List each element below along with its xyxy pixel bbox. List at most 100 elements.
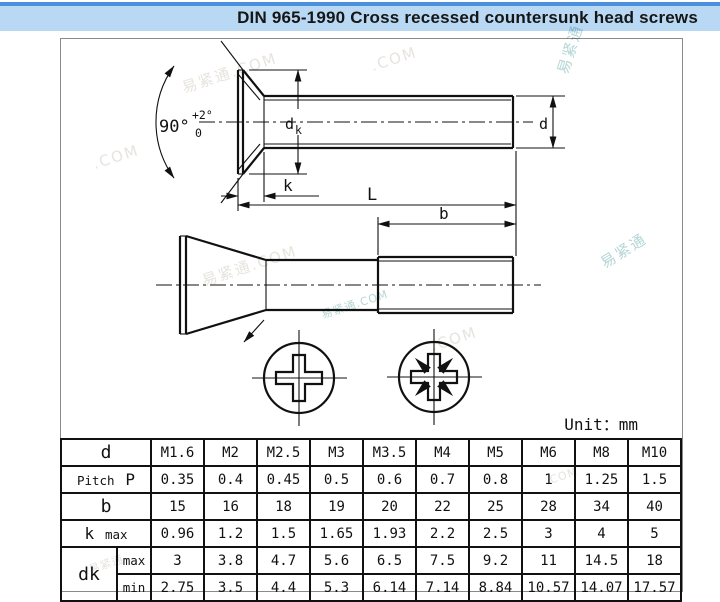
table-cell: M2.5	[256, 438, 311, 467]
table-cell: 0.6	[362, 465, 417, 494]
table-cell: 34	[574, 492, 629, 521]
row-label-part: k	[84, 524, 95, 543]
row-label-part: Pitch	[76, 473, 115, 488]
table-cell: 40	[627, 492, 682, 521]
length-dimension: L	[237, 151, 517, 256]
table-cell: 0.35	[150, 465, 205, 494]
table-cell: 16	[203, 492, 258, 521]
row-label-pitch: Pitch P	[60, 465, 152, 494]
table-cell: M4	[415, 438, 470, 467]
table-cell: 11	[521, 546, 576, 575]
row-label-d: d	[60, 438, 152, 467]
table-cell: 18	[256, 492, 311, 521]
table-cell: 9.2	[468, 546, 523, 575]
angle-dimension-label: 90°	[159, 117, 190, 137]
b-dimension-label: b	[439, 204, 449, 223]
table-cell: 1.25	[574, 465, 629, 494]
threaded-side-view	[156, 234, 541, 343]
table-cell: M5	[468, 438, 523, 467]
thread-length-dimension: b	[377, 204, 517, 255]
phillips-recess-view	[252, 330, 347, 426]
technical-drawing: 90° +2° 0 d k k L	[155, 40, 565, 426]
table-cell: 4.4	[256, 573, 311, 602]
row-label-b: b	[60, 492, 152, 521]
table-cell: 1.2	[203, 519, 258, 548]
table-cell: 5.6	[309, 546, 364, 575]
table-cell: 0.8	[468, 465, 523, 494]
table-row-dk-max: dk max 3 3.8 4.7 5.6 6.5 7.5 9.2 11 14.5…	[60, 546, 682, 602]
table-cell: 4	[574, 519, 629, 548]
table-row-pitch: Pitch P 0.35 0.4 0.45 0.5 0.6 0.7 0.8 1 …	[60, 465, 682, 494]
table-cell: 2.5	[468, 519, 523, 548]
table-cell: 0.4	[203, 465, 258, 494]
table-cell: 0.5	[309, 465, 364, 494]
head-diameter-dimension: d k	[249, 69, 307, 175]
row-label-part: max	[104, 527, 128, 542]
table-cell: M8	[574, 438, 629, 467]
unit-label: Unit：mm	[564, 415, 638, 434]
table-cell: 3	[521, 519, 576, 548]
table-cell: M6	[521, 438, 576, 467]
row-sublabel-max: max	[116, 546, 152, 575]
table-cell: 0.96	[150, 519, 205, 548]
table-cell: 1.5	[256, 519, 311, 548]
dk-label-sub: k	[295, 123, 302, 137]
table-cell: 3.5	[203, 573, 258, 602]
table-row-dk-min: min 2.75 3.5 4.4 5.3 6.14 7.14 8.84 10.5…	[61, 573, 682, 602]
table-cell: 4.7	[256, 546, 311, 575]
title-bar: DIN 965-1990 Cross recessed countersunk …	[0, 2, 720, 31]
table-cell: M3.5	[362, 438, 417, 467]
table-cell: 7.14	[415, 573, 470, 602]
table-cell: 18	[627, 546, 682, 575]
table-cell: M2	[203, 438, 258, 467]
shaft-diameter-dimension: d	[516, 95, 565, 149]
table-cell: 2.2	[415, 519, 470, 548]
k-dimension-label: k	[283, 176, 293, 195]
table-cell: 25	[468, 492, 523, 521]
table-cell: 5	[627, 519, 682, 548]
head-height-dimension: k	[221, 152, 319, 211]
d-dimension-label: d	[539, 115, 548, 133]
table-cell: 0.45	[256, 465, 311, 494]
table-cell: 3.8	[203, 546, 258, 575]
table-cell: M1.6	[150, 438, 205, 467]
page-title: DIN 965-1990 Cross recessed countersunk …	[237, 8, 698, 27]
table-cell: 28	[521, 492, 576, 521]
table-row-b: b 15 16 18 19 20 22 25 28 34 40	[60, 492, 682, 521]
drawing-sheet: 90° +2° 0 d k k L	[60, 38, 683, 602]
table-cell: 2.75	[150, 573, 205, 602]
dk-label-main: d	[285, 115, 294, 133]
table-row-k: k max 0.96 1.2 1.5 1.65 1.93 2.2 2.5 3 4…	[60, 519, 682, 548]
table-row-d: d M1.6 M2 M2.5 M3 M3.5 M4 M5 M6 M8 M10	[60, 438, 682, 467]
table-cell: 7.5	[415, 546, 470, 575]
table-cell: 1.93	[362, 519, 417, 548]
table-cell: 15	[150, 492, 205, 521]
table-cell: 14.07	[574, 573, 629, 602]
table-cell: 10.57	[521, 573, 576, 602]
table-cell: 1	[521, 465, 576, 494]
table-cell: M10	[627, 438, 682, 467]
spec-table: d M1.6 M2 M2.5 M3 M3.5 M4 M5 M6 M8 M10 P…	[60, 438, 682, 602]
table-cell: 1.65	[309, 519, 364, 548]
angle-tolerance-upper-label: +2°	[192, 108, 213, 122]
table-cell: 17.57	[627, 573, 682, 602]
angle-dimension: 90° +2° 0	[155, 40, 244, 204]
table-cell: 19	[309, 492, 364, 521]
table-cell: M3	[309, 438, 364, 467]
angle-tolerance-lower-label: 0	[195, 126, 202, 140]
pozidriv-recess-view	[387, 329, 482, 425]
table-cell: 3	[150, 546, 205, 575]
L-dimension-label: L	[367, 185, 377, 205]
table-cell: 1.5	[627, 465, 682, 494]
side-view	[199, 69, 533, 175]
row-sublabel-min: min	[116, 573, 152, 602]
row-label-part: P	[125, 470, 136, 489]
table-cell: 8.84	[468, 573, 523, 602]
table-cell: 6.14	[362, 573, 417, 602]
row-group-label-dk: dk	[60, 546, 118, 602]
table-cell: 20	[362, 492, 417, 521]
table-cell: 0.7	[415, 465, 470, 494]
table-cell: 22	[415, 492, 470, 521]
table-cell: 5.3	[309, 573, 364, 602]
table-cell: 6.5	[362, 546, 417, 575]
